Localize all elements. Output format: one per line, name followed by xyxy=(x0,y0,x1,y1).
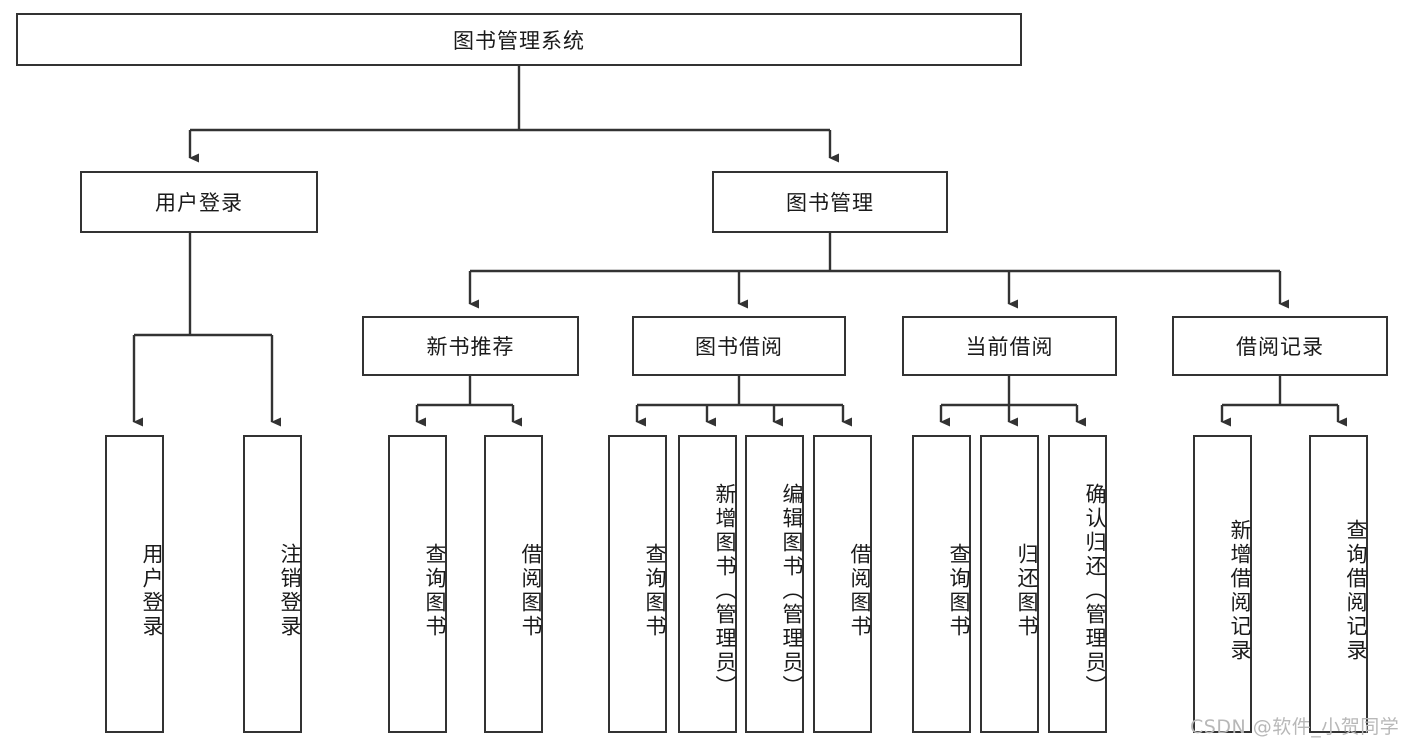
node-book-management-label: 图书管理 xyxy=(786,191,874,215)
leaf-edit-book-admin-label: 编辑图书（管理员） xyxy=(780,483,804,699)
node-book-management[interactable]: 图书管理 xyxy=(712,171,948,233)
node-new-book-recommend[interactable]: 新书推荐 xyxy=(362,316,579,376)
leaf-confirm-return-admin[interactable]: 确认归还（管理员） xyxy=(1048,435,1107,733)
leaf-borrow-book-recommend-label: 借阅图书 xyxy=(519,543,543,639)
leaf-return-book[interactable]: 归还图书 xyxy=(980,435,1039,733)
leaf-borrow-book-label: 借阅图书 xyxy=(848,543,872,639)
node-new-book-recommend-label: 新书推荐 xyxy=(426,335,515,359)
leaf-query-book-current-label: 查询图书 xyxy=(947,543,971,639)
leaf-borrow-book-recommend[interactable]: 借阅图书 xyxy=(484,435,543,733)
leaf-add-book-admin[interactable]: 新增图书（管理员） xyxy=(678,435,737,733)
leaf-query-borrow-record-label: 查询借阅记录 xyxy=(1344,519,1368,663)
node-root[interactable]: 图书管理系统 xyxy=(16,13,1022,66)
leaf-query-book-borrow[interactable]: 查询图书 xyxy=(608,435,667,733)
leaf-add-borrow-record[interactable]: 新增借阅记录 xyxy=(1193,435,1252,733)
node-borrow-record[interactable]: 借阅记录 xyxy=(1172,316,1388,376)
leaf-user-login[interactable]: 用户登录 xyxy=(105,435,164,733)
leaf-query-book-recommend[interactable]: 查询图书 xyxy=(388,435,447,733)
leaf-borrow-book[interactable]: 借阅图书 xyxy=(813,435,872,733)
leaf-logout[interactable]: 注销登录 xyxy=(243,435,302,733)
leaf-query-borrow-record[interactable]: 查询借阅记录 xyxy=(1309,435,1368,733)
node-current-borrow-label: 当前借阅 xyxy=(965,335,1054,359)
node-borrow-record-label: 借阅记录 xyxy=(1236,335,1324,359)
csdn-watermark: CSDN @软件_小贺同学 xyxy=(1190,716,1400,738)
leaf-query-book-recommend-label: 查询图书 xyxy=(423,543,447,639)
leaf-user-login-label: 用户登录 xyxy=(140,543,164,639)
leaf-return-book-label: 归还图书 xyxy=(1015,543,1039,639)
leaf-query-book-current[interactable]: 查询图书 xyxy=(912,435,971,733)
node-book-borrow-label: 图书借阅 xyxy=(695,335,783,359)
leaf-query-book-borrow-label: 查询图书 xyxy=(643,543,667,639)
leaf-edit-book-admin[interactable]: 编辑图书（管理员） xyxy=(745,435,804,733)
node-book-borrow[interactable]: 图书借阅 xyxy=(632,316,846,376)
leaf-add-book-admin-label: 新增图书（管理员） xyxy=(713,483,737,699)
leaf-confirm-return-admin-label: 确认归还（管理员） xyxy=(1083,483,1107,699)
node-current-borrow[interactable]: 当前借阅 xyxy=(902,316,1117,376)
node-user-login[interactable]: 用户登录 xyxy=(80,171,318,233)
leaf-add-borrow-record-label: 新增借阅记录 xyxy=(1228,519,1252,663)
node-root-label: 图书管理系统 xyxy=(453,28,585,53)
leaf-logout-label: 注销登录 xyxy=(278,543,302,639)
node-user-login-label: 用户登录 xyxy=(155,191,243,215)
